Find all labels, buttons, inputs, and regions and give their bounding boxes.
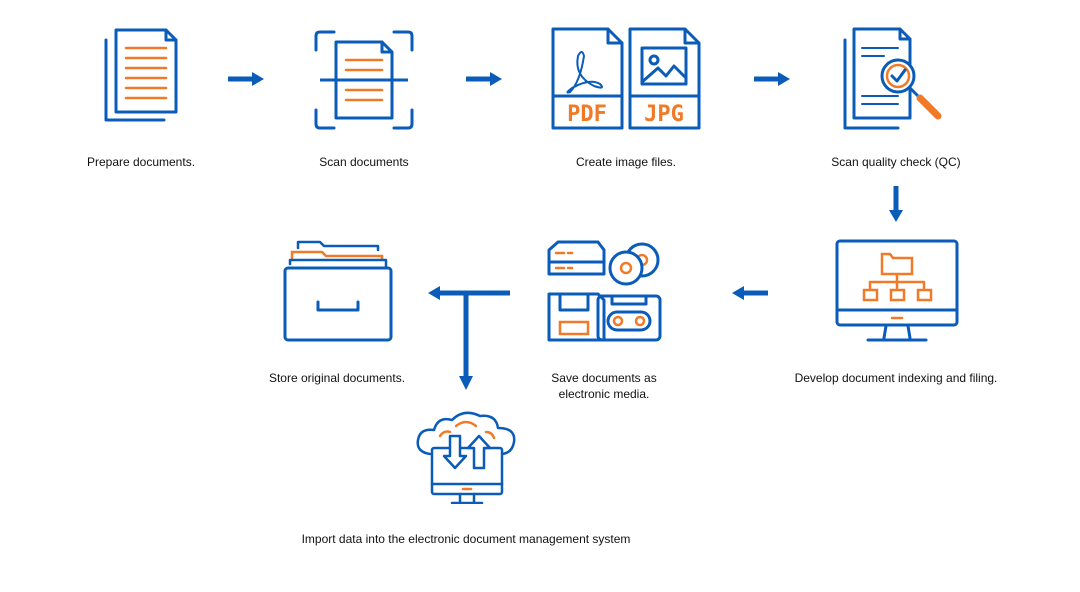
branch-arrow-icon [428, 286, 510, 390]
quality-check-icon [843, 27, 942, 130]
step-label-qc: Scan quality check (QC) [831, 155, 961, 169]
step-label-import-edms: Import data into the electronic document… [301, 532, 631, 546]
jpg-text: JPG [644, 102, 684, 127]
scan-document-icon [314, 30, 414, 130]
cloud-upload-download-icon [416, 411, 516, 504]
documents-icon [104, 28, 178, 122]
arrow-right-icon [466, 72, 502, 86]
electronic-media-icon [547, 240, 662, 342]
pdf-text: PDF [567, 102, 607, 127]
pdf-jpg-files-icon: PDF JPG [551, 27, 701, 130]
step-label-prepare: Prepare documents. [86, 155, 196, 169]
monitor-folder-tree-icon [835, 239, 959, 342]
step-label-indexing: Develop document indexing and filing. [794, 371, 998, 385]
arrow-down-icon [889, 186, 903, 222]
file-cabinet-icon [283, 240, 393, 342]
arrow-right-icon [228, 72, 264, 86]
step-label-electronic-media: Save documents as electronic media. [474, 370, 734, 402]
label-line: Save documents as [551, 371, 657, 385]
step-label-scan: Scan documents [319, 155, 409, 169]
label-line: electronic media. [558, 387, 650, 401]
step-label-image-files: Create image files. [575, 155, 677, 169]
step-label-store-originals: Store original documents. [268, 371, 406, 385]
arrow-right-icon [754, 72, 790, 86]
arrow-left-icon [732, 286, 768, 300]
